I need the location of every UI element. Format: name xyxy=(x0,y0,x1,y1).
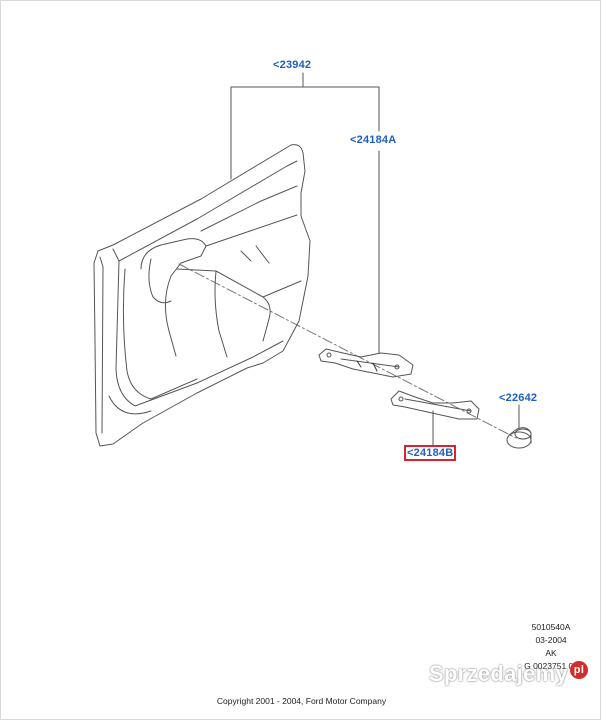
drawing-reference: G 0023751 04 xyxy=(524,661,578,671)
drawing-code: 5010540A xyxy=(531,622,571,632)
door-trim-panel xyxy=(93,144,311,447)
callout-lower-bracket: <24184B xyxy=(404,445,457,461)
watermark-badge: pl xyxy=(570,661,588,679)
watermark-text: Sprzedajemy xyxy=(428,661,568,686)
drawing-metadata: 5010540A 03-2004 AK G 0023751 04 xyxy=(524,621,578,673)
copyright-notice: Copyright 2001 - 2004, Ford Motor Compan… xyxy=(216,696,387,706)
drawing-date: 03-2004 xyxy=(535,635,567,645)
callout-push-pin: <22642 xyxy=(499,392,538,404)
drawing-revision: AK xyxy=(545,648,557,658)
lower-bracket-part xyxy=(390,390,480,420)
upper-bracket-part xyxy=(318,348,414,378)
leader-lines xyxy=(230,72,520,447)
callout-door-trim-panel: <23942 xyxy=(273,59,312,71)
assembly-centerline xyxy=(178,263,517,439)
push-pin-part xyxy=(506,427,532,449)
callout-upper-bracket: <24184A xyxy=(350,134,397,146)
